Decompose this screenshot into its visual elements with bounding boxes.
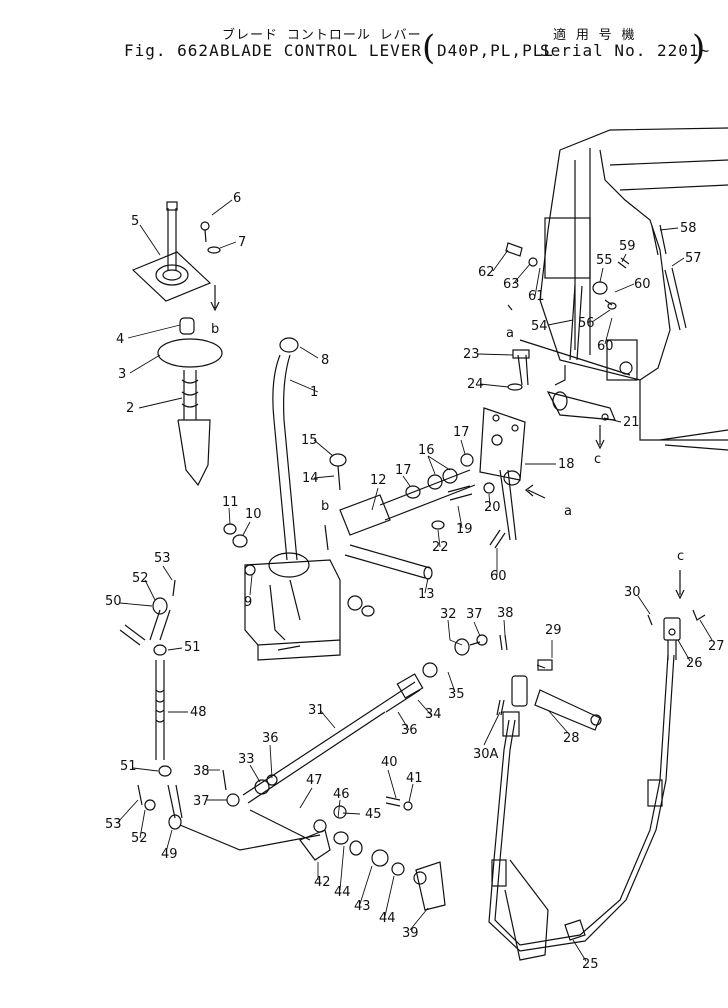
small-fasteners [244,304,513,651]
control-cable-assembly [488,570,706,961]
close-parenthesis: ) [692,28,707,68]
part-label-29: 29 [545,623,562,638]
part-label-31: 31 [308,703,325,718]
part-label-9: 9 [244,595,252,610]
part-label-53: 53 [154,551,171,566]
part-label-2: 2 [126,401,134,416]
part-label-16: 16 [418,443,435,458]
part-label-60c: 60 [490,569,507,584]
part-label-17: 17 [453,425,470,440]
part-label-17b: 17 [395,463,412,478]
part-label-30: 30 [624,585,641,600]
shaft-and-bushings [223,453,476,617]
part-label-55: 55 [596,253,613,268]
part-label-51b: 51 [120,759,137,774]
part-label-18: 18 [558,457,575,472]
main-control-lever [244,337,341,661]
reference-mark-a-lower: a [564,504,572,519]
open-parenthesis: ( [422,28,437,68]
part-label-60b: 60 [597,339,614,354]
part-label-51: 51 [184,640,201,655]
part-label-54: 54 [531,319,548,334]
reference-mark-b-lower: b [321,499,329,514]
part-label-10: 10 [245,507,262,522]
part-label-24: 24 [467,377,484,392]
part-label-50: 50 [105,594,122,609]
part-label-4: 4 [116,332,124,347]
part-label-13: 13 [418,587,435,602]
japanese-title: ブレード コントロール レバー [222,28,422,43]
part-label-35: 35 [448,687,465,702]
part-label-52b: 52 [131,831,148,846]
part-label-57: 57 [685,251,702,266]
lower-linkage [119,579,508,911]
reference-mark-a-upper: a [506,326,514,341]
part-label-1: 1 [310,385,318,400]
part-label-39: 39 [402,926,419,941]
reference-mark-b-upper: b [211,322,219,337]
part-label-30a: 30A [473,747,499,762]
part-label-43: 43 [354,899,371,914]
leader-lines [117,199,713,962]
part-label-5: 5 [131,214,139,229]
part-label-45: 45 [365,807,382,822]
part-label-21: 21 [623,415,640,430]
serial-number-range: Serial No. 2201~ [540,41,711,60]
part-label-58: 58 [680,221,697,236]
cover-plate-assembly [131,201,223,487]
part-label-19: 19 [456,522,473,537]
part-label-8: 8 [321,353,329,368]
figure-title: BLADE CONTROL LEVER [220,41,423,60]
figure-number: Fig. 662A [124,41,220,60]
part-label-46: 46 [333,787,350,802]
part-label-47: 47 [306,773,323,788]
part-label-44: 44 [334,885,351,900]
reference-mark-c-upper: c [594,452,601,467]
part-label-33: 33 [238,752,255,767]
part-label-27: 27 [708,639,725,654]
part-label-22: 22 [432,540,449,555]
part-label-48: 48 [190,705,207,720]
part-label-56: 56 [578,316,595,331]
part-label-14: 14 [302,471,319,486]
bracket-assembly [447,339,631,541]
machine-frame [539,127,728,451]
part-label-52: 52 [132,571,149,586]
japanese-applicable-models-label: 適 用 号 機 [553,28,636,43]
part-label-23: 23 [463,347,480,362]
part-label-32: 32 [440,607,457,622]
part-label-6: 6 [233,191,241,206]
part-label-49: 49 [161,847,178,862]
part-label-53b: 53 [105,817,122,832]
part-label-41: 41 [406,771,423,786]
part-label-38: 38 [193,764,210,779]
part-label-40: 40 [381,755,398,770]
part-label-34: 34 [425,707,442,722]
part-label-36b: 36 [401,723,418,738]
part-label-38b: 38 [497,606,514,621]
part-label-62: 62 [478,265,495,280]
part-label-61: 61 [528,289,545,304]
part-label-28: 28 [563,731,580,746]
part-label-20: 20 [484,500,501,515]
part-label-42: 42 [314,875,331,890]
part-label-60: 60 [634,277,651,292]
part-label-59: 59 [619,239,636,254]
part-label-11: 11 [222,495,239,510]
part-label-36: 36 [262,731,279,746]
part-label-15: 15 [301,433,318,448]
part-label-12: 12 [370,473,387,488]
part-label-26: 26 [686,656,703,671]
part-label-7: 7 [238,235,246,250]
part-label-3: 3 [118,367,126,382]
part-label-37: 37 [193,794,210,809]
part-label-44b: 44 [379,911,396,926]
applicable-models: D40P,PL,PLL [437,41,554,60]
reference-mark-c-lower: c [677,549,684,564]
part-number-labels: 1 2 3 4 5 6 7 8 9 10 11 12 13 14 15 16 1… [105,191,725,972]
part-label-37b: 37 [466,607,483,622]
